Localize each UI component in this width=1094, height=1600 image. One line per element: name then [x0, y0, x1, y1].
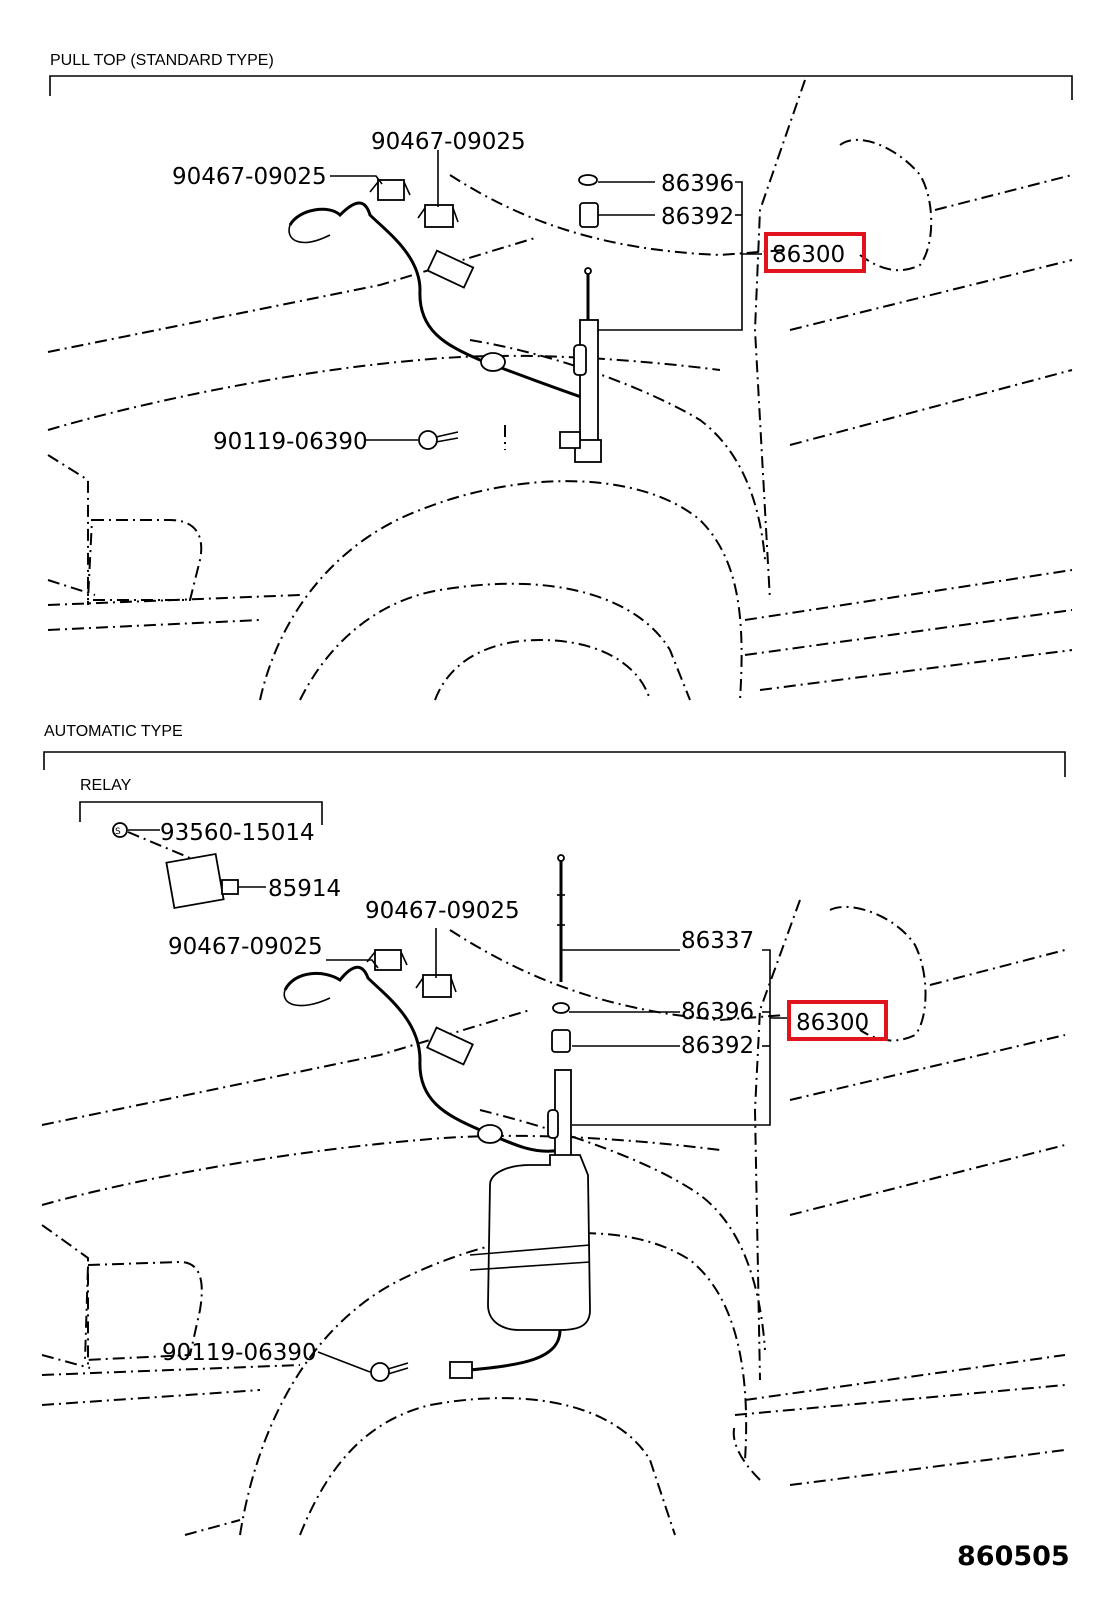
screw-icon — [370, 1362, 409, 1382]
antenna-mast-icon — [559, 267, 602, 463]
cable-grommet — [426, 1026, 474, 1066]
part-number: 93560-15014 — [160, 820, 315, 846]
leader-line — [326, 959, 379, 969]
cable-grommet — [426, 249, 475, 289]
part-number: 90467-09025 — [168, 934, 323, 960]
highlight-box — [764, 232, 866, 273]
part-number: 90119-06390 — [213, 429, 368, 455]
screw-icon — [112, 822, 128, 838]
part-number: 86392 — [681, 1033, 754, 1059]
part-number: 90119-06390 — [162, 1340, 317, 1366]
part-number: 90467-09025 — [172, 164, 327, 190]
part-number: 90467-09025 — [371, 129, 526, 155]
cable-connector — [480, 352, 506, 372]
clamp-icon — [415, 974, 457, 998]
leader-line — [572, 949, 771, 1126]
part-number: 90467-09025 — [365, 898, 520, 924]
antenna-rod-icon — [557, 854, 565, 982]
part-number: 86392 — [661, 204, 734, 230]
highlight-box — [787, 1000, 888, 1041]
bezel-icon — [579, 202, 599, 228]
part-number-highlighted: 86300 — [772, 242, 845, 268]
bezel-icon — [551, 1029, 571, 1053]
clamp-icon — [366, 949, 408, 971]
relay-frame — [79, 801, 323, 825]
part-number: 86337 — [681, 928, 754, 954]
part-number-highlighted: 86300 — [796, 1010, 869, 1036]
cable-end — [283, 989, 331, 1007]
part-number: 86396 — [681, 999, 754, 1025]
cable-end — [288, 224, 331, 244]
leader-line — [317, 1351, 371, 1373]
relay-icon — [165, 852, 239, 910]
relay-dash-line — [127, 831, 191, 859]
relay-title: RELAY — [80, 777, 132, 794]
nut-icon — [578, 174, 598, 186]
screw-icon — [418, 430, 459, 450]
part-number: 85914 — [268, 876, 341, 902]
leader-line — [598, 181, 743, 331]
clamp-icon — [369, 179, 411, 201]
antenna-cable — [288, 201, 591, 402]
diagram-id: 860505 — [957, 1541, 1070, 1572]
section-automatic: AUTOMATIC TYPE RELAY S 93560-15014 85914 — [41, 723, 1066, 1536]
clamp-icon — [417, 204, 459, 228]
section-title: PULL TOP (STANDARD TYPE) — [50, 52, 274, 69]
screw-s-mark: S — [115, 827, 121, 837]
section-frame — [43, 751, 1066, 777]
cable-connector — [477, 1124, 503, 1144]
nut-icon — [552, 1002, 570, 1014]
section-pull-top: PULL TOP (STANDARD TYPE) — [47, 52, 1073, 701]
section-title: AUTOMATIC TYPE — [44, 723, 183, 740]
leader-line — [330, 175, 383, 185]
part-number: 86396 — [661, 171, 734, 197]
vehicle-outline — [47, 79, 1073, 701]
section-frame — [49, 75, 1073, 100]
antenna-motor-icon — [449, 1069, 591, 1379]
